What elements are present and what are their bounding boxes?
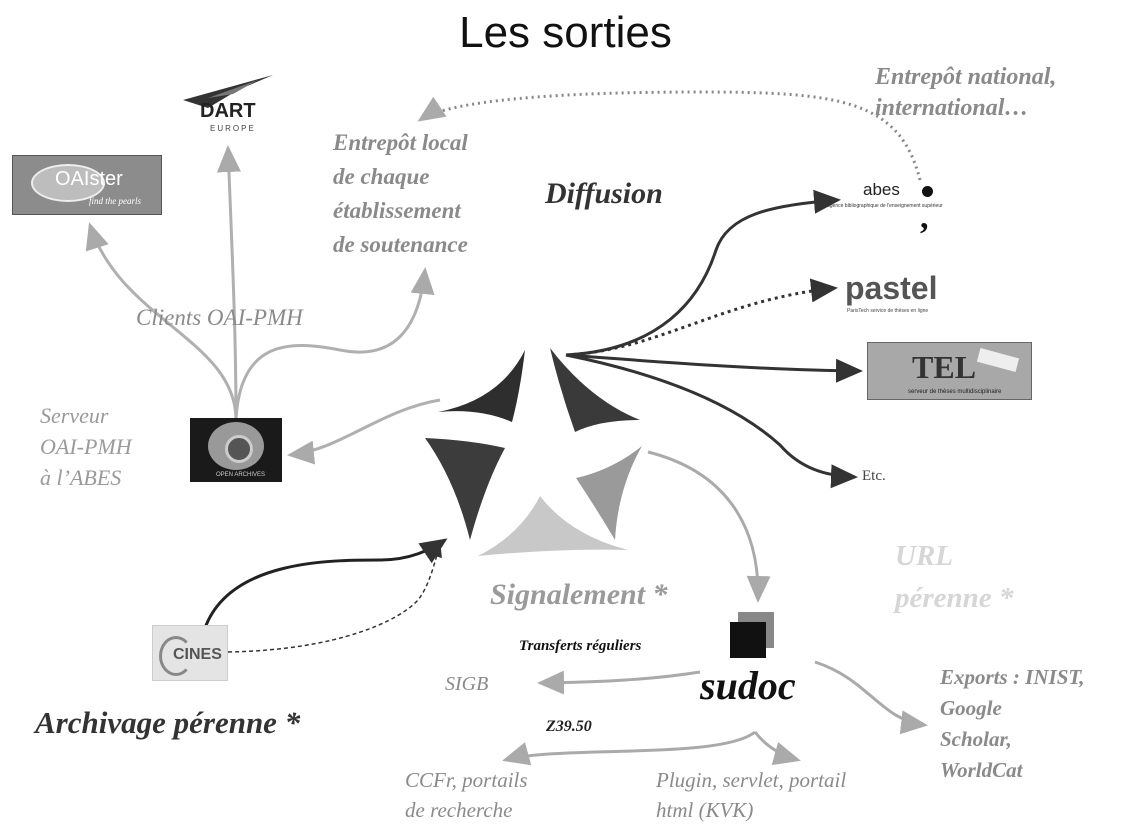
z3950-label: Z39.50 xyxy=(546,718,592,735)
edge-star-to-etc xyxy=(565,353,858,489)
edge-star-to-pastel xyxy=(565,278,838,357)
star-arm-bottom xyxy=(478,496,628,556)
tel-sub: serveur de thèses multidisciplinaire xyxy=(908,389,1002,395)
tel-decoration-icon xyxy=(976,348,1020,372)
cines-logo: CINES xyxy=(152,625,228,681)
transferts-label: Transferts réguliers xyxy=(519,638,642,654)
edge-oai-to-dart xyxy=(216,145,241,421)
edge-cines-to-star-dashed xyxy=(227,543,442,653)
open-archives-name: OPEN ARCHIVES xyxy=(216,472,266,478)
edge-star-to-abes xyxy=(565,189,841,357)
abes-sub: agence bibliographique de l'enseignement… xyxy=(827,203,943,209)
entrepot-national-label: Entrepôt national, international… xyxy=(875,64,1057,121)
edge-cines-to-star xyxy=(203,538,448,629)
abes-name: abes xyxy=(863,180,900,199)
signalement-label: Signalement * xyxy=(490,578,668,611)
edge-star-to-oai xyxy=(287,398,441,465)
edge-star-to-tel xyxy=(565,353,863,383)
ccfr-label: CCFr, portails de recherche xyxy=(405,768,528,822)
edge-oai-to-local xyxy=(234,267,435,421)
oaister-name: OAIster xyxy=(55,168,123,190)
pastel-sub: ParisTech service de thèses en ligne xyxy=(847,308,929,314)
oaister-logo: OAIster find the pearls xyxy=(12,155,162,215)
dart-logo: DART EUROPE xyxy=(178,70,278,140)
etc-label: Etc. xyxy=(862,468,886,484)
dart-sub: EUROPE xyxy=(210,124,256,133)
abes-logo: abes agence bibliographique de l'enseign… xyxy=(825,178,1025,236)
edge-star-to-sudoc xyxy=(647,450,771,603)
oaister-tagline: find the pearls xyxy=(89,196,141,206)
sigb-label: SIGB xyxy=(445,673,489,695)
edge-sudoc-to-exports xyxy=(814,660,928,735)
edge-sudoc-to-ccfr xyxy=(502,730,756,766)
edge-sudoc-to-plugin xyxy=(753,731,801,766)
entrepot-local-label: Entrepôt local de chaque établissement d… xyxy=(333,130,468,257)
abes-dot-icon xyxy=(922,186,933,197)
pastel-logo: pastel ParisTech service de thèses en li… xyxy=(843,270,953,320)
edge-oai-to-oaister xyxy=(85,222,238,421)
dart-plane-icon xyxy=(183,75,273,108)
archivage-label: Archivage pérenne * xyxy=(35,705,301,740)
clients-oai-label: Clients OAI-PMH xyxy=(136,305,303,330)
cines-name: CINES xyxy=(173,646,222,663)
pastel-name: pastel xyxy=(845,270,938,306)
open-archives-logo: OPEN ARCHIVES xyxy=(190,418,282,482)
page-title: Les sorties xyxy=(459,8,672,57)
star-arm-right xyxy=(576,446,642,540)
star-arm-top-left xyxy=(438,350,525,422)
serveur-oai-label: Serveur OAI-PMH à l’ABES xyxy=(40,403,132,490)
diffusion-label: Diffusion xyxy=(545,177,663,210)
url-perenne-label: URL pérenne * xyxy=(895,540,1014,614)
dart-name: DART xyxy=(200,100,256,122)
edge-sudoc-to-sigb xyxy=(537,670,701,695)
edge-abes-to-local xyxy=(417,90,922,181)
star-arm-top-right xyxy=(550,348,640,432)
star-logo xyxy=(425,348,642,556)
plugin-label: Plugin, servlet, portail html (KVK) xyxy=(656,768,847,822)
sudoc-name: sudoc xyxy=(700,663,796,708)
tel-name: TEL xyxy=(912,349,977,385)
exports-label: Exports : INIST, Google Scholar, WorldCa… xyxy=(940,665,1085,782)
sudoc-cube-icon xyxy=(730,612,776,660)
tel-logo: TEL serveur de thèses multidisciplinaire xyxy=(867,342,1032,400)
cines-arc-icon xyxy=(159,636,193,676)
open-archives-eye-icon xyxy=(208,422,264,470)
star-arm-left xyxy=(425,438,505,540)
abes-comma-icon: , xyxy=(920,199,929,236)
